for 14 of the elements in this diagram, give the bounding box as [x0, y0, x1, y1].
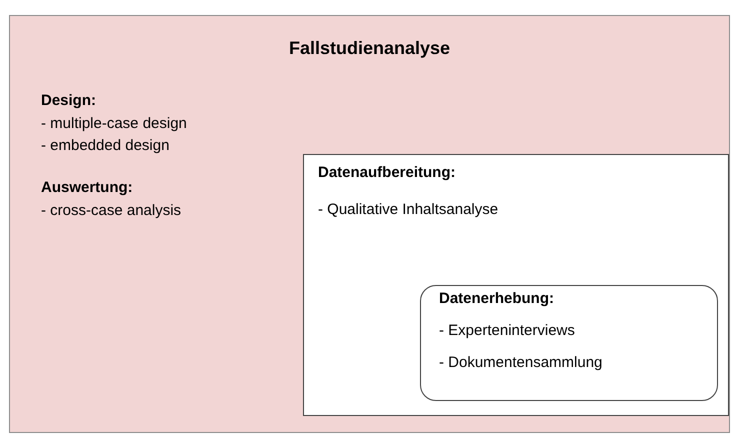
- section-heading: Datenerhebung:: [439, 290, 554, 308]
- section-heading: Design:: [41, 92, 96, 110]
- section-heading: Auswertung:: [41, 179, 133, 197]
- panel-box: [303, 154, 729, 416]
- list-item: - cross-case analysis: [41, 202, 182, 220]
- list-item: - Experteninterviews: [439, 322, 575, 340]
- list-item: - multiple-case design: [41, 115, 187, 133]
- list-item: - Dokumentensammlung: [439, 354, 602, 372]
- node-heading: Fallstudienanalyse: [288, 38, 452, 60]
- panel-box: [9, 15, 730, 433]
- rounded-box: [420, 285, 718, 401]
- section-heading: Datenaufbereitung:: [318, 164, 456, 182]
- list-item: - Qualitative Inhaltsanalyse: [318, 201, 498, 219]
- list-item: - embedded design: [41, 137, 170, 155]
